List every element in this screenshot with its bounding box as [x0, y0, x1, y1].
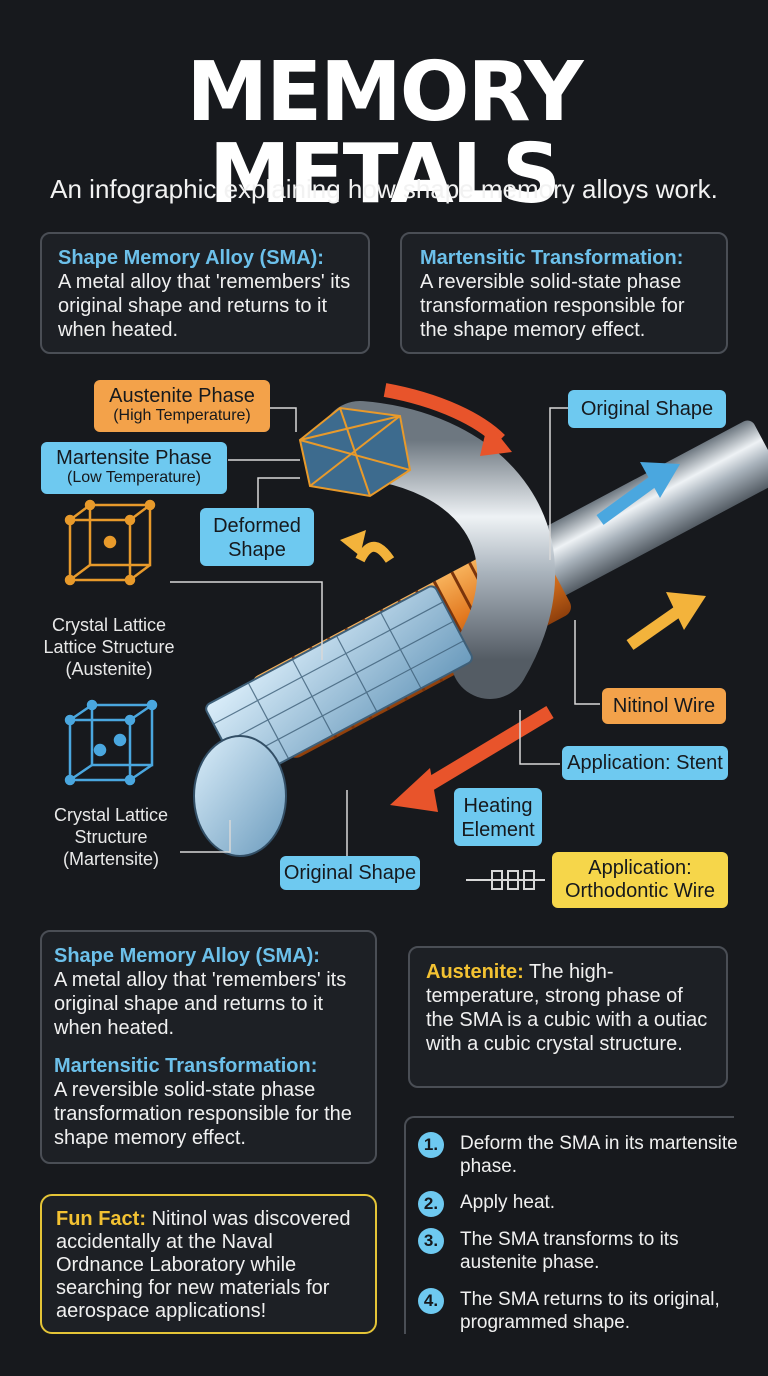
crystal-martensite-caption: Crystal Lattice Structure (Martensite) [53, 805, 169, 869]
step-text: Apply heat. [460, 1192, 556, 1213]
fun-fact-text: Nitinol was discovered accidentally at t… [56, 1208, 351, 1322]
definition-text: A metal alloy that 'remembers' its origi… [58, 271, 351, 341]
martensite-phase-label: Martensite Phase (Low Temperature) [41, 442, 227, 494]
definitions-box-bottom: Shape Memory Alloy (SMA): A metal alloy … [40, 930, 377, 1164]
original-shape-top-label: Original Shape [568, 390, 726, 428]
page-subtitle: An infographic explaining how shape memo… [50, 174, 718, 204]
definition-text: The high-temperature, strong phase of th… [426, 961, 708, 1055]
steps-list: 1. Deform the SMA in its martensite phas… [404, 1116, 738, 1334]
nitinol-wire-illustration [64, 383, 768, 890]
step-text: The SMA transforms to its austenite phas… [460, 1229, 679, 1273]
lattice-cap [298, 406, 412, 498]
step-number-badge: 4. [418, 1288, 444, 1314]
application-orthodontic-label: Application: Orthodontic Wire [552, 852, 728, 908]
austenite-definition-box: Austenite: The high-temperature, strong … [408, 946, 728, 1088]
definition-box-martensitic: Martensitic Transformation: A reversible… [400, 232, 728, 354]
fun-fact-box: Fun Fact: Nitinol was discovered acciden… [40, 1194, 377, 1334]
austenite-phase-label: Austenite Phase (High Temperature) [94, 380, 270, 432]
term-label: Shape Memory Alloy (SMA): [58, 247, 324, 269]
wire-cross-section [193, 735, 287, 857]
page-title: MEMORY METALS [186, 45, 584, 222]
step-text: The SMA returns to its original, program… [460, 1289, 720, 1333]
definition-box-sma: Shape Memory Alloy (SMA): A metal alloy … [40, 232, 370, 354]
step-text: Deform the SMA in its martensite phase. [460, 1133, 738, 1177]
fun-fact-label: Fun Fact: [56, 1208, 146, 1230]
definition-text: A reversible solid-state phase transform… [420, 271, 685, 341]
heating-element-label: Heating Element [454, 788, 542, 846]
nitinol-wire-label: Nitinol Wire [602, 688, 726, 724]
martensite-lattice-icon [64, 699, 158, 786]
orthodontic-bracket-icon [466, 870, 545, 890]
term-label: Austenite: [426, 961, 524, 983]
austenite-lattice-icon [64, 499, 156, 586]
step-number-badge: 2. [418, 1191, 444, 1217]
step-number-badge: 1. [418, 1132, 444, 1158]
original-shape-bottom-label: Original Shape [280, 856, 420, 890]
term-label: Martensitic Transformation: [420, 247, 684, 269]
definition-text: A metal alloy that 'remembers' its origi… [54, 969, 347, 1039]
application-stent-label: Application: Stent [562, 746, 728, 780]
crystal-austenite-caption: Crystal Lattice Lattice Structure (Auste… [43, 615, 175, 679]
term-label: Martensitic Transformation: [54, 1055, 318, 1077]
step-number-badge: 3. [418, 1228, 444, 1254]
term-label: Shape Memory Alloy (SMA): [54, 945, 320, 967]
deformed-shape-label: Deformed Shape [200, 508, 314, 566]
definition-text: A reversible solid-state phase transform… [54, 1079, 352, 1149]
